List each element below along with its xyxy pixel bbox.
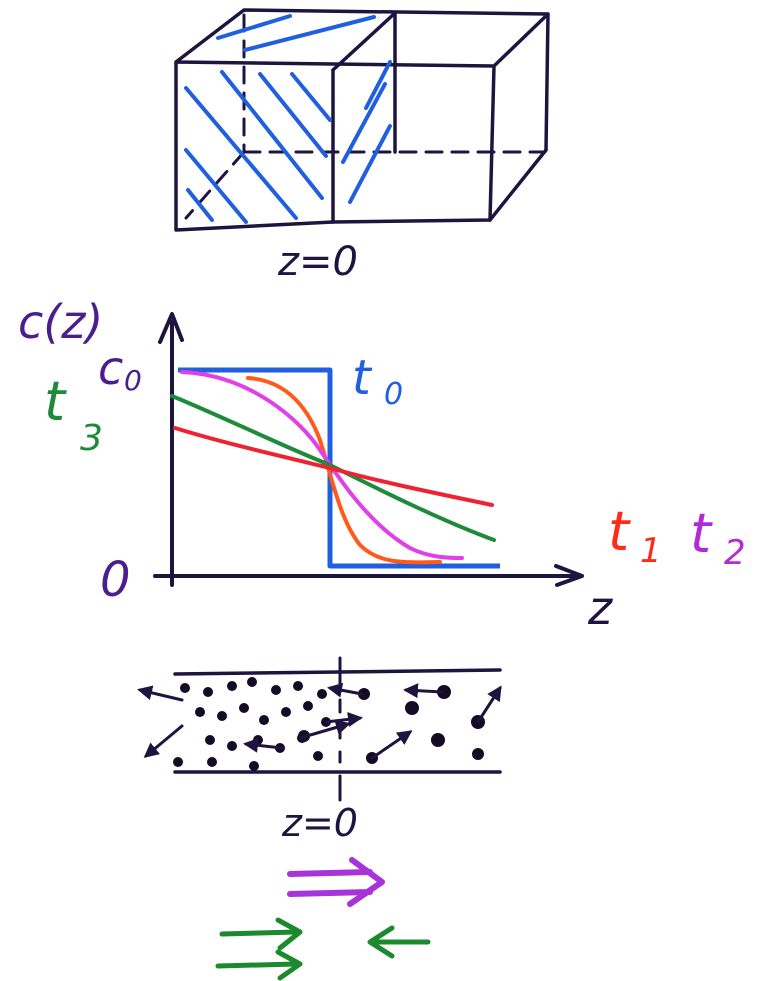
y-axis-label: c(z) [18, 295, 103, 349]
particle [317, 689, 327, 699]
arrow-lower-right [372, 732, 410, 758]
particle [472, 748, 484, 760]
y-top-label: c 0 [98, 341, 142, 397]
label-t1: t 1 [608, 500, 662, 571]
particle [281, 707, 291, 717]
particle [173, 757, 183, 767]
box-edges [176, 10, 548, 230]
box-diagram: z=0 [176, 10, 548, 285]
particle-channel: z=0 [140, 658, 500, 845]
label-t3: t 3 [44, 370, 103, 459]
label-t3-letter: t [44, 370, 67, 433]
concentration-plot: c(z) c 0 0 z t 0 t 1 t 2 t 3 [18, 295, 746, 635]
y-zero-label: 0 [100, 552, 131, 608]
label-t0-sub: 0 [384, 377, 403, 412]
box-z0-label: z=0 [277, 239, 358, 285]
channel-top-wall [175, 670, 500, 674]
particle [205, 735, 215, 745]
arrow-top-right [406, 690, 442, 692]
label-t0-letter: t [352, 350, 373, 406]
particle [180, 683, 190, 693]
particle [293, 681, 303, 691]
x-axis-label: z [587, 581, 613, 635]
label-t2-letter: t [690, 502, 713, 565]
flux-arrow-green-right [370, 928, 428, 956]
particle [259, 715, 269, 725]
particle [303, 701, 313, 711]
particle [239, 703, 249, 713]
particle [313, 751, 323, 761]
particle [405, 701, 419, 715]
channel-z0-label: z=0 [281, 801, 358, 845]
particle [271, 685, 281, 695]
arrow-left-out-top [140, 690, 182, 700]
label-t1-sub: 1 [640, 531, 662, 571]
label-t2: t 2 [690, 502, 746, 573]
particle [207, 757, 217, 767]
label-t1-letter: t [608, 500, 631, 563]
y-top-c: c [98, 341, 123, 395]
particle [227, 681, 237, 691]
flux-arrow-green-left [218, 920, 300, 978]
particle [217, 711, 227, 721]
label-t2-sub: 2 [724, 533, 746, 573]
arrow-mid-right [326, 718, 360, 722]
particle [227, 741, 237, 751]
label-t3-sub: 3 [80, 418, 103, 459]
particle [247, 677, 257, 687]
label-t0: t 0 [352, 350, 403, 412]
flux-arrow-purple [290, 860, 382, 904]
flux-arrows [218, 860, 428, 978]
particle [431, 733, 445, 747]
arrow-right-up [478, 688, 500, 722]
y-top-sub: 0 [124, 364, 142, 397]
particle [249, 761, 259, 771]
particle [203, 687, 213, 697]
arrow-left-out-bottom [146, 726, 182, 756]
arrow-top-center [330, 688, 362, 694]
particle [195, 707, 205, 717]
